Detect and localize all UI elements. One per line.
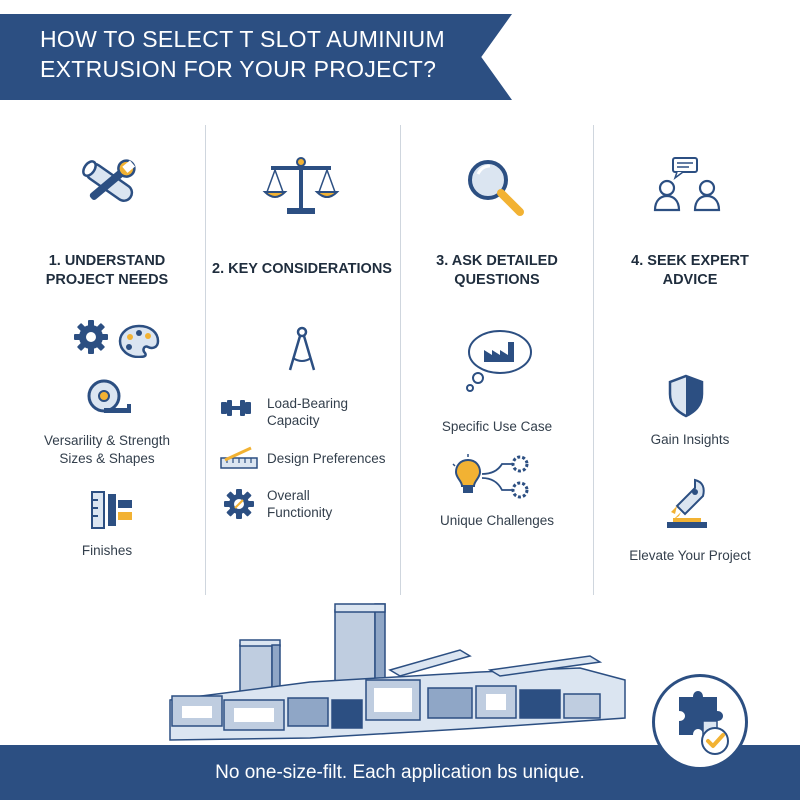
rocket-icon	[667, 478, 707, 528]
magnifying-glass-icon	[468, 160, 524, 216]
sizes-shapes-label: Sizes & Shapes	[59, 451, 155, 466]
finishes-label: Finishes	[81, 543, 133, 558]
load-bearing-label: Load-Bearing Capacity	[267, 395, 348, 429]
settings-gear-icon	[224, 489, 254, 519]
step-seek-advice: 4. SEEK EXPERT ADVICE Gain Insights Elev…	[593, 120, 787, 600]
page-title-line-1: HOW TO SELECT T SLOT AUMINIUM	[40, 26, 445, 52]
shield-icon	[668, 374, 704, 418]
finish-swatches-icon	[91, 491, 132, 529]
step-ask-questions: 3. ASK DETAILED QUESTIONS Specific Use C…	[400, 120, 594, 600]
balance-scale-icon	[262, 157, 340, 214]
overall-functionality-label: Overall Functionity	[267, 487, 332, 521]
blueprint-wrench-icon	[82, 159, 136, 202]
unique-challenges-label: Unique Challenges	[439, 513, 555, 528]
ruler-pencil-icon	[220, 446, 258, 469]
page-title: HOW TO SELECT T SLOT AUMINIUM EXTRUSION …	[40, 24, 480, 84]
overall-functionality-line-2: Functionity	[267, 505, 333, 520]
step-4-title: 4. SEEK EXPERT ADVICE	[593, 252, 787, 290]
step-3-title: 3. ASK DETAILED QUESTIONS	[400, 252, 594, 290]
step-3-title-line-2: QUESTIONS	[454, 272, 540, 288]
column-divider	[205, 125, 206, 595]
lightbulb-gears-icon	[452, 454, 529, 499]
step-1-title: 1. UNDERSTAND PROJECT NEEDS	[10, 252, 204, 290]
footer-text: No one-size-filt. Each application bs un…	[215, 762, 585, 783]
step-2-title-line-1: 2. KEY CONSIDERATIONS	[212, 261, 392, 277]
dumbbell-icon	[221, 400, 251, 416]
gear-icon	[74, 320, 108, 354]
load-bearing-line-1: Load-Bearing	[267, 396, 349, 411]
step-key-considerations: 2. KEY CONSIDERATIONS Load-Bearing Capac…	[205, 120, 399, 600]
step-2-title: 2. KEY CONSIDERATIONS	[205, 260, 399, 279]
step-1-title-line-1: 1. UNDERSTAND	[48, 253, 166, 269]
step-1-title-line-2: PROJECT NEEDS	[45, 272, 169, 288]
page-title-line-2: EXTRUSION FOR YOUR PROJECT?	[40, 56, 437, 82]
aluminium-extrusion-profiles-illustration	[169, 603, 626, 741]
specific-use-case-label: Specific Use Case	[441, 419, 553, 434]
tape-measure-icon	[87, 379, 131, 413]
color-palette-icon	[118, 324, 160, 358]
step-3-title-line-1: 3. ASK DETAILED	[436, 253, 558, 269]
design-preferences-label: Design Preferences	[267, 451, 386, 466]
step-4-title-line-2: ADVICE	[662, 272, 718, 288]
consultation-people-icon	[653, 157, 721, 212]
elevate-project-label: Elevate Your Project	[629, 548, 751, 563]
gain-insights-label: Gain Insights	[650, 432, 730, 447]
overall-functionality-line-1: Overall	[267, 488, 310, 503]
column-divider	[593, 125, 594, 595]
step-4-title-line-1: 4. SEEK EXPERT	[631, 253, 749, 269]
versatility-label: Versarility & Strength	[43, 433, 171, 448]
column-divider	[400, 125, 401, 595]
factory-thought-bubble-icon	[466, 330, 532, 392]
title-banner	[0, 14, 512, 100]
load-bearing-line-2: Capacity	[267, 413, 320, 428]
drafting-compass-icon	[288, 326, 316, 371]
step-understand-needs: 1. UNDERSTAND PROJECT NEEDS Versarility …	[10, 120, 204, 600]
puzzle-check-icon	[679, 691, 729, 755]
puzzle-badge	[652, 674, 748, 770]
